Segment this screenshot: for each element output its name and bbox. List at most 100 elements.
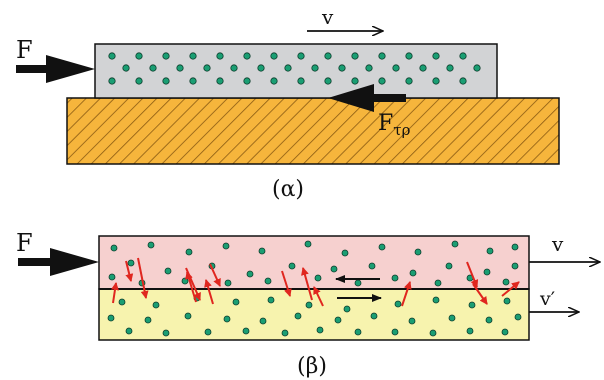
exchange-arrow — [313, 286, 324, 307]
particle — [514, 313, 522, 321]
particle — [341, 249, 349, 257]
particle — [414, 248, 422, 256]
particle — [338, 64, 346, 72]
particle — [181, 277, 189, 285]
particle — [511, 243, 519, 251]
particle — [378, 243, 386, 251]
particle — [162, 329, 170, 337]
particle — [270, 77, 278, 85]
particle — [149, 64, 157, 72]
particle — [118, 298, 126, 306]
exchange-arrow — [501, 281, 520, 297]
particle — [264, 277, 272, 285]
particle — [294, 312, 302, 320]
particle — [391, 274, 399, 282]
particle — [152, 301, 160, 309]
exchange-arrow — [125, 260, 134, 282]
friction-label: Fτρ — [378, 111, 411, 139]
particle — [108, 52, 116, 60]
particle — [392, 64, 400, 72]
particle — [224, 279, 232, 287]
particle — [446, 64, 454, 72]
exchange-arrow — [111, 282, 119, 304]
particle — [334, 316, 342, 324]
particle — [432, 77, 440, 85]
lower-layer — [98, 288, 530, 341]
particle — [502, 278, 510, 286]
sliding-block — [94, 43, 498, 99]
particle — [503, 297, 511, 305]
particle — [343, 305, 351, 313]
exchange-arrow — [137, 257, 149, 299]
particle — [429, 329, 437, 337]
particle — [466, 327, 474, 335]
particle — [448, 314, 456, 322]
particle — [270, 52, 278, 60]
particle — [405, 52, 413, 60]
particle — [176, 64, 184, 72]
ground-surface — [66, 97, 560, 165]
particle — [230, 64, 238, 72]
particle — [432, 296, 440, 304]
particle — [135, 77, 143, 85]
particle — [122, 64, 130, 72]
particle — [351, 77, 359, 85]
particle — [445, 262, 453, 270]
particle — [232, 298, 240, 306]
friction-subscript: τρ — [393, 121, 410, 139]
particle — [125, 327, 133, 335]
particle — [354, 279, 362, 287]
particle — [365, 64, 373, 72]
particle — [314, 274, 322, 282]
exchange-arrow — [281, 270, 292, 297]
friction-arrow — [328, 84, 406, 112]
particle — [162, 52, 170, 60]
particle — [135, 52, 143, 60]
exchange-arrow — [185, 271, 197, 303]
particle — [311, 64, 319, 72]
exchange-arrow — [209, 263, 221, 287]
exchange-arrow — [401, 281, 412, 307]
particle — [485, 316, 493, 324]
particle — [144, 316, 152, 324]
particle — [432, 52, 440, 60]
particle — [164, 267, 172, 275]
force-arrow-a — [16, 55, 95, 83]
exchange-arrow — [466, 261, 479, 288]
velocity-label-a: v — [321, 5, 334, 29]
particle — [203, 64, 211, 72]
particle — [162, 77, 170, 85]
particle — [468, 301, 476, 309]
particle — [305, 301, 313, 309]
particle — [511, 262, 519, 270]
force-label-a: F — [16, 36, 33, 64]
upper-velocity-label: v — [551, 232, 564, 256]
particle — [378, 77, 386, 85]
particle — [297, 52, 305, 60]
particle — [267, 296, 275, 304]
force-label-b: F — [16, 229, 33, 257]
panel-b: F v v′ (β) — [16, 229, 600, 379]
particle — [297, 77, 305, 85]
particle — [127, 259, 135, 267]
lower-velocity-label: v′ — [539, 288, 555, 310]
particle — [304, 240, 312, 248]
exchange-arrow — [301, 267, 313, 301]
particle — [204, 328, 212, 336]
panel-a: F v Fτρ (α) — [16, 5, 560, 202]
caption-b: (β) — [297, 354, 327, 379]
particle — [370, 312, 378, 320]
exchange-arrow — [472, 283, 488, 305]
particle — [486, 247, 494, 255]
particle — [184, 312, 192, 320]
particle — [185, 248, 193, 256]
particle — [243, 52, 251, 60]
exchange-arrow — [204, 279, 214, 305]
particle — [351, 52, 359, 60]
particle — [107, 314, 115, 322]
particle — [284, 64, 292, 72]
particle — [110, 244, 118, 252]
particle — [483, 268, 491, 276]
particle — [108, 77, 116, 85]
particle — [394, 300, 402, 308]
